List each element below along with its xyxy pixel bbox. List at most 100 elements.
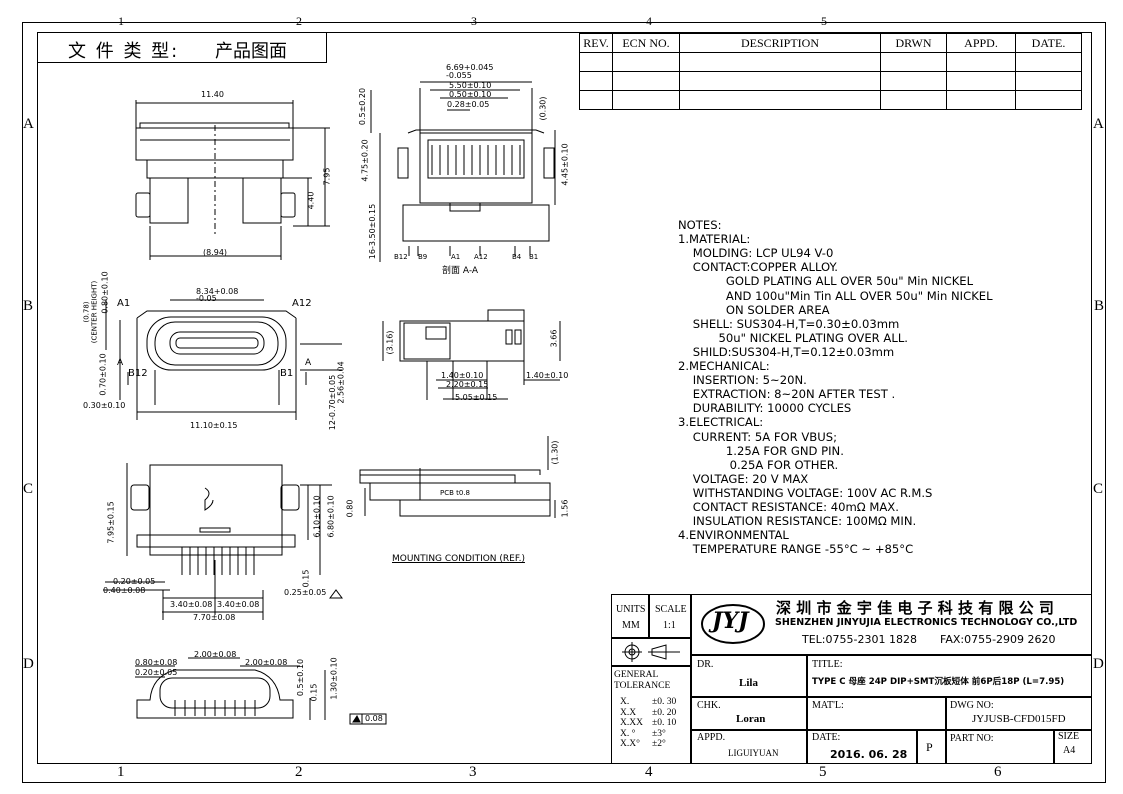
- dim-sec-v5: 4.45±0.10: [560, 143, 570, 186]
- zone-col-bottom-6: 6: [994, 764, 1002, 780]
- notes-line: 0.25A FOR OTHER.: [678, 457, 839, 472]
- sec-label-a1: A1: [451, 253, 461, 261]
- dim-side-d4: 1.40±0.10: [526, 371, 569, 380]
- scale-value: 1:1: [663, 620, 676, 631]
- dr-cell: [691, 655, 807, 697]
- dim-bot-d3: 3.40±0.08: [170, 600, 213, 609]
- tol-row-0: X.±0. 30: [620, 697, 677, 707]
- tolerance-cell: [611, 666, 691, 764]
- scale-cell: [649, 594, 691, 638]
- tol-row-2: X.XX±0. 10: [620, 718, 677, 728]
- dim-fv-d2: 0.80±0.08: [135, 658, 178, 667]
- zone-col-bottom-1: 1: [117, 764, 125, 780]
- notes-line: WITHSTANDING VOLTAGE: 100V AC R.M.S: [678, 485, 933, 500]
- dim-bot-v1: 7.95±0.15: [106, 501, 116, 544]
- dim-fv-d4: 2.00±0.08: [245, 658, 288, 667]
- zone-col-bottom-3: 3: [469, 764, 477, 780]
- zone-col-top-4: 4: [646, 14, 652, 28]
- label-section-a-left: A: [117, 358, 124, 368]
- label-a1: A1: [117, 298, 131, 309]
- sec-label-b12: B12: [394, 253, 408, 261]
- notes-line: GOLD PLATING ALL OVER 50u" Min NICKEL: [678, 274, 974, 289]
- notes-line: 50u" NICKEL PLATING OVER ALL.: [678, 330, 908, 345]
- zone-col-bottom-4: 4: [645, 764, 653, 780]
- notes-block: NOTES:1.MATERIAL: MOLDING: LCP UL94 V-0 …: [678, 204, 993, 570]
- revision-table: REV. ECN NO. DESCRIPTION DRWN APPD. DATE…: [579, 33, 1082, 110]
- dim-sec-v3: 16-3.50±0.15: [368, 203, 378, 260]
- title-label: TITLE:: [812, 659, 843, 670]
- part-label: PART NO:: [950, 733, 994, 744]
- dim-sec-w4: 0.28±0.05: [447, 100, 490, 109]
- dr-label: DR.: [697, 659, 714, 670]
- appd-label: APPD.: [697, 732, 726, 743]
- notes-line: INSULATION RESISTANCE: 100MΩ MIN.: [678, 514, 917, 529]
- p-cell: [917, 730, 946, 764]
- notes-line: SHILD:SUS304-H,T=0.12±0.03mm: [678, 344, 895, 359]
- dim-fv-flat: 0.08: [365, 714, 383, 723]
- p-label: P: [926, 740, 933, 754]
- units-label: UNITS: [616, 604, 646, 615]
- zone-col-top-3: 3: [471, 14, 477, 28]
- dwg-value: JYJUSB-CFD015FD: [972, 713, 1066, 725]
- connector-front-view-2: [135, 657, 387, 725]
- projection-symbol-icon: [622, 642, 680, 662]
- notes-line: CONTACT:COPPER ALLOY.: [678, 260, 838, 275]
- dim-front-v3: 0.30±0.10: [83, 401, 126, 410]
- company-logo-text: JYJ: [712, 608, 749, 634]
- notes-line: TEMPERATURE RANGE -55°C ~ +85°C: [678, 542, 914, 557]
- zone-col-top-5: 5: [821, 14, 827, 28]
- zone-row-b-right: B: [1094, 298, 1105, 314]
- title-cell: [807, 655, 1092, 697]
- notes-line: 3.ELECTRICAL:: [678, 415, 764, 430]
- units-value: MM: [622, 620, 640, 631]
- zone-row-c: C: [23, 481, 34, 497]
- company-name-en: SHENZHEN JINYUJIA ELECTRONICS TECHNOLOGY…: [775, 617, 1078, 628]
- mount-caption: MOUNTING CONDITION (REF.): [392, 554, 525, 564]
- matl-label: MAT'L:: [812, 700, 844, 711]
- dim-fv-d1: 2.00±0.08: [194, 650, 237, 659]
- company-name-cn: 深 圳 市 金 宇 佳 电 子 科 技 有 限 公 司: [776, 599, 1054, 617]
- dim-pcb-v1: (1.30): [550, 440, 560, 465]
- dim-top-width: 11.40: [201, 90, 224, 99]
- dim-fv-v2: 0.15: [309, 683, 319, 702]
- section-aa-view: [370, 81, 556, 262]
- dim-sec-w2: 5.50±0.10: [449, 81, 492, 90]
- company-tel: TEL:0755-2301 1828: [802, 633, 917, 646]
- dim-side-d1: 1.40±0.10: [441, 371, 484, 380]
- company-logo-icon: [701, 604, 765, 644]
- label-a12: A12: [292, 298, 312, 309]
- dim-bot-d4: 3.40±0.08: [217, 600, 260, 609]
- zone-row-a: A: [23, 116, 34, 132]
- zone-col-bottom-2: 2: [295, 764, 303, 780]
- notes-line: 1.25A FOR GND PIN.: [678, 443, 844, 458]
- notes-line: DURABILITY: 10000 CYCLES: [678, 401, 852, 416]
- dim-front-v5: 12-0.70±0.05: [328, 374, 338, 431]
- dim-fv-v3: 1.30±0.10: [329, 657, 339, 700]
- top-view: [135, 100, 330, 260]
- notes-lines: 1.MATERIAL: MOLDING: LCP UL94 V-0 CONTAC…: [678, 232, 993, 556]
- notes-line: 4.ENVIRONMENTAL: [678, 528, 789, 543]
- drwn-header: DRWN: [880, 33, 947, 53]
- appd-value: LIGUIYUAN: [728, 748, 779, 758]
- bottom-view: [103, 463, 343, 620]
- zone-row-c-right: C: [1093, 481, 1104, 497]
- units-cell: [611, 594, 649, 638]
- side-view: [382, 309, 561, 400]
- dim-bot-d7: 0.25±0.05: [284, 588, 327, 597]
- chk-label: CHK.: [697, 700, 721, 711]
- sec-label-b1: B1: [529, 253, 539, 261]
- mounting-view: [359, 436, 556, 518]
- file-type-label: 文 件 类 型:: [68, 41, 180, 62]
- notes-line: 1.MATERIAL:: [678, 232, 751, 247]
- chk-value: Loran: [736, 713, 766, 725]
- notes-line: VOLTAGE: 20 V MAX: [678, 471, 809, 486]
- notes-line: CURRENT: 5A FOR VBUS;: [678, 429, 837, 444]
- drawing-inner-border: [37, 32, 1092, 764]
- dim-fv-d3: 0.20±0.05: [135, 668, 178, 677]
- notes-line: ON SOLDER AREA: [678, 302, 830, 317]
- notes-line: SHELL: SUS304-H,T=0.30±0.03mm: [678, 316, 900, 331]
- section-caption: 剖面 A-A: [442, 266, 479, 276]
- dim-bot-d6: 0.15: [301, 569, 311, 588]
- file-type-value: 产品图面: [215, 41, 287, 62]
